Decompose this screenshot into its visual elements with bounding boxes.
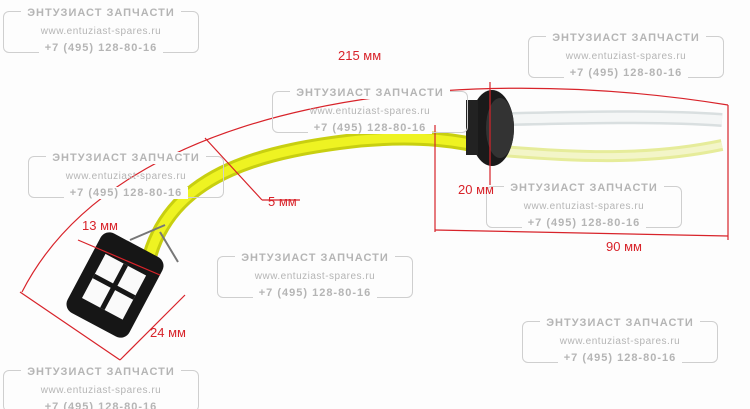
watermark-brand: ЭНТУЗИАСТ ЗАПЧАСТИ xyxy=(540,317,700,329)
watermark: ЭНТУЗИАСТ ЗАПЧАСТИ www.entuziast-spares.r… xyxy=(3,362,199,409)
watermark-brand: ЭНТУЗИАСТ ЗАПЧАСТИ xyxy=(46,152,206,164)
watermark-url: www.entuziast-spares.ru xyxy=(65,171,187,182)
total-length-label: 215 мм xyxy=(338,48,382,63)
wire-clip xyxy=(129,224,179,263)
watermark-brand: ЭНТУЗИАСТ ЗАПЧАСТИ xyxy=(290,87,450,99)
watermark: ЭНТУЗИАСТ ЗАПЧАСТИ www.entuziast-spares.r… xyxy=(522,313,718,371)
watermark-phone: +7 (495) 128-80-16 xyxy=(557,352,683,364)
watermark-url: www.entuziast-spares.ru xyxy=(254,271,376,282)
watermark-phone: +7 (495) 128-80-16 xyxy=(521,217,647,229)
watermark-brand: ЭНТУЗИАСТ ЗАПЧАСТИ xyxy=(235,252,395,264)
watermark-phone: +7 (495) 128-80-16 xyxy=(563,67,689,79)
watermark-url: www.entuziast-spares.ru xyxy=(523,201,645,212)
watermark: ЭНТУЗИАСТ ЗАПЧАСТИ www.entuziast-spares.r… xyxy=(486,178,682,236)
watermark-brand: ЭНТУЗИАСТ ЗАПЧАСТИ xyxy=(21,366,181,378)
grommet-diameter-label: 20 мм xyxy=(458,182,494,197)
watermark-brand: ЭНТУЗИАСТ ЗАПЧАСТИ xyxy=(21,7,181,19)
watermark-url: www.entuziast-spares.ru xyxy=(559,336,681,347)
watermark-phone: +7 (495) 128-80-16 xyxy=(63,187,189,199)
watermark: ЭНТУЗИАСТ ЗАПЧАСТИ www.entuziast-spares.r… xyxy=(3,3,199,61)
watermark-phone: +7 (495) 128-80-16 xyxy=(307,122,433,134)
watermark-phone: +7 (495) 128-80-16 xyxy=(38,42,164,54)
watermark-phone: +7 (495) 128-80-16 xyxy=(38,401,164,409)
watermark-url: www.entuziast-spares.ru xyxy=(565,51,687,62)
watermark-url: www.entuziast-spares.ru xyxy=(40,26,162,37)
fuel-filter xyxy=(66,232,164,338)
rubber-grommet xyxy=(466,90,514,166)
filter-length-label: 24 мм xyxy=(150,325,186,340)
watermark-url: www.entuziast-spares.ru xyxy=(309,106,431,117)
outlet-length-label: 90 мм xyxy=(606,239,642,254)
filter-diameter-label: 13 мм xyxy=(82,218,118,233)
watermark: ЭНТУЗИАСТ ЗАПЧАСТИ www.entuziast-spares.r… xyxy=(528,28,724,86)
watermark-brand: ЭНТУЗИАСТ ЗАПЧАСТИ xyxy=(504,182,664,194)
watermark-phone: +7 (495) 128-80-16 xyxy=(252,287,378,299)
tube-diameter-label: 5 мм xyxy=(268,194,297,209)
watermark-brand: ЭНТУЗИАСТ ЗАПЧАСТИ xyxy=(546,32,706,44)
watermark-url: www.entuziast-spares.ru xyxy=(40,385,162,396)
watermark: ЭНТУЗИАСТ ЗАПЧАСТИ www.entuziast-spares.r… xyxy=(272,83,468,141)
watermark: ЭНТУЗИАСТ ЗАПЧАСТИ www.entuziast-spares.r… xyxy=(28,148,224,206)
watermark: ЭНТУЗИАСТ ЗАПЧАСТИ www.entuziast-spares.r… xyxy=(217,248,413,306)
dimension-lines xyxy=(19,82,729,361)
